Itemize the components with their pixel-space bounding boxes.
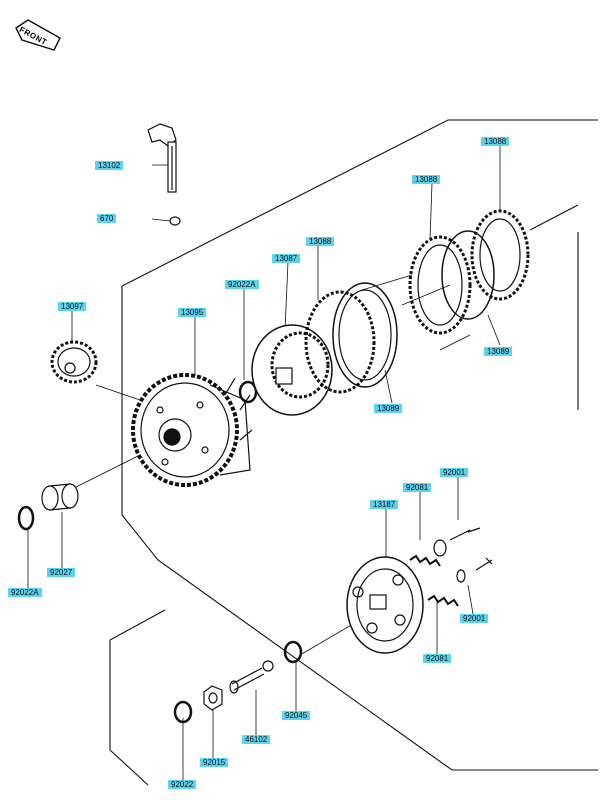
part-label-13102[interactable]: 13102 bbox=[95, 161, 124, 170]
bearing-92045 bbox=[283, 640, 303, 664]
part-label-13097[interactable]: 13097 bbox=[58, 302, 87, 311]
part-label-92001-b[interactable]: 92001 bbox=[460, 614, 489, 623]
part-label-92081-b[interactable]: 92081 bbox=[423, 654, 452, 663]
part-label-13089-a[interactable]: 13089 bbox=[484, 347, 513, 356]
part-label-92027[interactable]: 92027 bbox=[47, 568, 76, 577]
part-label-13089-b[interactable]: 13089 bbox=[374, 404, 403, 413]
nut-92015 bbox=[203, 685, 223, 711]
leader-lines bbox=[27, 145, 501, 780]
part-label-46102[interactable]: 46102 bbox=[242, 735, 271, 744]
front-arrow-icon bbox=[15, 19, 61, 51]
bushing bbox=[41, 483, 79, 511]
part-label-13187[interactable]: 13187 bbox=[370, 500, 399, 509]
part-label-13095[interactable]: 13095 bbox=[178, 308, 207, 317]
part-label-92001-a[interactable]: 92001 bbox=[440, 468, 469, 477]
primary-gear bbox=[50, 340, 98, 384]
washer-92022A-bottom bbox=[17, 505, 35, 531]
springs-and-bolts bbox=[409, 527, 493, 607]
release-lever bbox=[147, 123, 177, 193]
part-label-670[interactable]: 670 bbox=[97, 214, 117, 223]
part-label-13087[interactable]: 13087 bbox=[272, 254, 301, 263]
clutch-plates bbox=[304, 209, 530, 394]
part-label-92022[interactable]: 92022 bbox=[168, 780, 197, 789]
part-label-13088-c[interactable]: 13088 bbox=[306, 237, 335, 246]
part-label-92015[interactable]: 92015 bbox=[200, 758, 229, 767]
part-label-92022A-bottom[interactable]: 92022A bbox=[8, 588, 42, 597]
pressure-plate bbox=[346, 556, 424, 654]
part-label-92045[interactable]: 92045 bbox=[282, 711, 311, 720]
clutch-housing bbox=[131, 373, 253, 487]
o-ring-670 bbox=[169, 216, 181, 226]
push-rod-46102 bbox=[229, 660, 274, 694]
clutch-hub bbox=[251, 324, 333, 416]
part-label-13088-a[interactable]: 13088 bbox=[481, 137, 510, 146]
part-label-13088-b[interactable]: 13088 bbox=[412, 175, 441, 184]
washer-92022 bbox=[173, 700, 193, 724]
part-label-92081-a[interactable]: 92081 bbox=[403, 483, 432, 492]
housing-outline bbox=[109, 119, 598, 786]
washer-92022A-top bbox=[238, 380, 258, 404]
part-label-92022A-top[interactable]: 92022A bbox=[225, 280, 259, 289]
